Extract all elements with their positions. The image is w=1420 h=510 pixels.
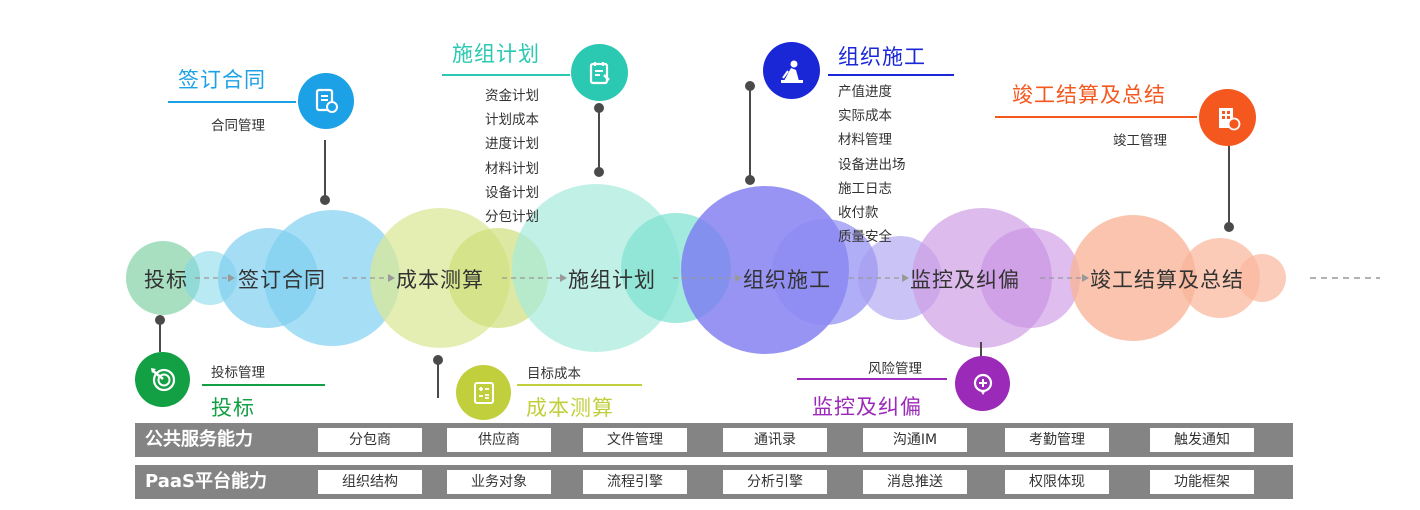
public-service-item[interactable]: 供应商 — [447, 428, 551, 452]
paas-item[interactable]: 消息推送 — [863, 470, 967, 494]
paas-item[interactable]: 组织结构 — [318, 470, 422, 494]
stage-item-bid: 投标管理 — [211, 365, 265, 381]
public-service-item[interactable]: 分包商 — [318, 428, 422, 452]
bubble-band — [126, 184, 1286, 354]
paas-label: PaaS平台能力 — [145, 471, 267, 492]
construct-item: 产值进度 — [838, 84, 892, 100]
stage-item-contract: 合同管理 — [211, 118, 265, 134]
flow-step-plan: 施组计划 — [568, 268, 656, 292]
plan-item: 进度计划 — [485, 136, 539, 153]
paas-bar: PaaS平台能力 组织结构 业务对象 流程引擎 分析引擎 消息推送 权限体现 功… — [135, 465, 1293, 499]
bubble-bid — [126, 241, 200, 315]
bubble-construct-2 — [772, 219, 878, 325]
construct-item: 材料管理 — [838, 132, 892, 149]
plan-item: 分包计划 — [485, 208, 539, 225]
flow-step-cost: 成本测算 — [396, 268, 484, 292]
bid-target-icon — [135, 352, 190, 407]
stage-title-construct: 组织施工 — [838, 45, 926, 69]
public-service-item[interactable]: 沟通IM — [863, 428, 967, 452]
stage-title-plan: 施组计划 — [452, 42, 540, 66]
paas-item[interactable]: 分析引擎 — [723, 470, 827, 494]
paas-item[interactable]: 功能框架 — [1150, 470, 1254, 494]
construct-item: 设备进出场 — [838, 156, 906, 173]
stage-item-cost: 目标成本 — [527, 366, 581, 382]
bubble-plan-1 — [512, 184, 680, 352]
stage-underline-plan — [442, 74, 570, 76]
stage-underline-construct — [828, 74, 954, 76]
contract-doc-icon — [298, 73, 354, 129]
stage-items-construct: 产值进度 实际成本 材料管理 设备进出场 施工日志 收付款 质量安全 — [838, 80, 906, 249]
plan-item: 材料计划 — [485, 160, 539, 177]
bubble-settle-1 — [1070, 215, 1196, 341]
stage-items-plan: 资金计划 计划成本 进度计划 材料计划 设备计划 分包计划 — [485, 84, 539, 229]
construct-item: 收付款 — [838, 204, 879, 221]
public-service-item[interactable]: 通讯录 — [723, 428, 827, 452]
construct-item: 施工日志 — [838, 180, 892, 197]
stage-title-settle: 竣工结算及总结 — [1012, 83, 1166, 107]
construct-item: 实际成本 — [838, 108, 892, 125]
stage-underline-monitor — [797, 378, 947, 380]
flow-arrowheads — [228, 274, 1089, 282]
construct-item: 质量安全 — [838, 229, 892, 246]
flow-step-settle: 竣工结算及总结 — [1090, 268, 1244, 292]
cost-calculator-icon — [456, 365, 511, 420]
stage-title-cost: 成本测算 — [526, 396, 614, 420]
stage-underline-bid — [202, 384, 325, 386]
flow-step-bid: 投标 — [144, 268, 188, 292]
construction-worker-icon — [763, 42, 820, 99]
bubble-settle-2 — [1180, 238, 1260, 318]
paas-item[interactable]: 业务对象 — [447, 470, 551, 494]
public-service-item[interactable]: 考勤管理 — [1005, 428, 1109, 452]
stage-title-bid: 投标 — [211, 396, 255, 420]
plan-checklist-icon — [571, 44, 628, 101]
stage-underline-settle — [995, 116, 1197, 118]
public-service-item[interactable]: 文件管理 — [583, 428, 687, 452]
plan-item: 资金计划 — [485, 88, 539, 104]
stage-underline-cost — [517, 384, 642, 386]
stage-title-monitor: 监控及纠偏 — [812, 395, 922, 419]
public-service-item[interactable]: 触发通知 — [1150, 428, 1254, 452]
plan-item: 设备计划 — [485, 184, 539, 201]
flow-step-contract: 签订合同 — [238, 268, 326, 292]
bubble-settle-3 — [1238, 254, 1286, 302]
flow-step-monitor: 监控及纠偏 — [910, 268, 1020, 292]
bubble-contract-2 — [264, 210, 400, 346]
connectors — [155, 81, 1234, 398]
paas-item[interactable]: 流程引擎 — [583, 470, 687, 494]
public-services-label: 公共服务能力 — [145, 429, 253, 450]
bubble-monitor-3 — [980, 228, 1080, 328]
flow-step-construct: 组织施工 — [743, 268, 831, 292]
paas-item[interactable]: 权限体现 — [1005, 470, 1109, 494]
monitor-location-icon — [955, 356, 1010, 411]
stage-item-monitor: 风险管理 — [868, 361, 922, 377]
public-services-bar: 公共服务能力 分包商 供应商 文件管理 通讯录 沟通IM 考勤管理 触发通知 — [135, 423, 1293, 457]
stage-item-settle: 竣工管理 — [1113, 133, 1167, 149]
stage-underline-contract — [168, 101, 296, 103]
stage-title-contract: 签订合同 — [178, 68, 266, 92]
settle-building-icon — [1199, 89, 1256, 146]
plan-item: 计划成本 — [485, 112, 539, 129]
